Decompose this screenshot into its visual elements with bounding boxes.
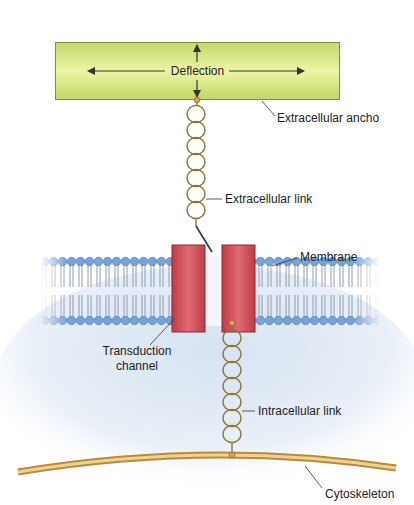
extracellular-spring	[187, 100, 205, 226]
part-label: Cytoskeleton	[325, 487, 394, 502]
part-label: Intracellular link	[258, 404, 341, 419]
part-label: Extracellular link	[225, 192, 312, 207]
part-label: Extracellular ancho	[277, 111, 379, 126]
attachment-dot	[229, 320, 235, 458]
lipid-bilayer	[40, 256, 380, 326]
part-label: Transduction channel	[92, 344, 182, 374]
leader-lines	[150, 101, 322, 488]
node-text: Deflection	[171, 64, 224, 78]
part-label: Membrane	[300, 250, 357, 265]
anchor-box: Deflection	[55, 42, 340, 100]
channel-subunit	[222, 245, 255, 332]
intracellular-spring	[223, 323, 241, 455]
cytoskeleton-highlight	[18, 455, 396, 472]
channel-subunit	[172, 245, 205, 332]
cytoskeleton-band	[18, 455, 396, 472]
channel-pore	[205, 256, 222, 326]
